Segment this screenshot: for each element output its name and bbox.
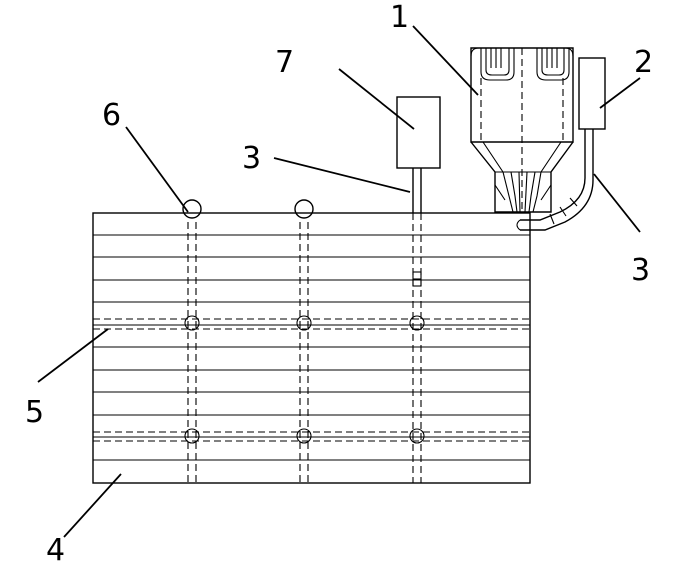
- label-5: 5: [25, 395, 44, 430]
- label-3-top: 3: [242, 141, 261, 176]
- component-box-2: [578, 57, 606, 130]
- hopper-inlets-right: [536, 48, 570, 81]
- horizontal-hidden-pipes: [93, 318, 530, 442]
- top-nozzles: [182, 199, 314, 219]
- label-3-right: 3: [631, 253, 650, 288]
- main-body: [92, 212, 531, 484]
- hopper-unit-1: [470, 47, 574, 213]
- hopper-funnel: [494, 171, 552, 213]
- label-2: 2: [634, 45, 653, 80]
- label-7: 7: [275, 45, 294, 80]
- horizontal-slats: [93, 234, 530, 461]
- control-box-7: [396, 96, 441, 213]
- number-labels: 1 2 3 3 4 5 6 7: [25, 0, 653, 567]
- label-1: 1: [390, 0, 409, 35]
- label-4: 4: [46, 533, 65, 567]
- pipe-junctions: [184, 271, 425, 444]
- vertical-hidden-pipes: [187, 213, 422, 483]
- leader-lines: [37, 25, 641, 538]
- bent-pipe-3: [516, 129, 594, 231]
- label-6: 6: [102, 98, 121, 133]
- hopper-inlets-left: [480, 48, 515, 81]
